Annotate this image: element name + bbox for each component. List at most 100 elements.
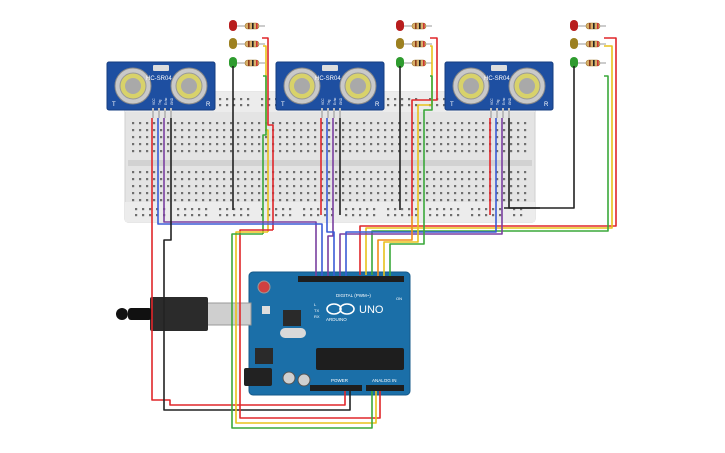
breadboard-hole xyxy=(349,143,352,146)
breadboard-hole xyxy=(363,150,366,153)
breadboard-hole xyxy=(405,171,408,174)
breadboard-hole xyxy=(468,129,471,132)
breadboard-hole xyxy=(405,136,408,139)
breadboard-hole xyxy=(230,143,233,146)
breadboard-hole xyxy=(349,129,352,132)
breadboard-hole xyxy=(356,136,359,139)
breadboard-hole xyxy=(209,136,212,139)
wires-group xyxy=(151,37,617,429)
wire-7 xyxy=(423,75,433,220)
wire-34 xyxy=(151,215,346,406)
breadboard-hole xyxy=(398,171,401,174)
breadboard-hole xyxy=(377,199,380,202)
breadboard-hole xyxy=(188,143,191,146)
resistor-band xyxy=(419,60,421,66)
breadboard-hole xyxy=(363,178,366,181)
breadboard-hole xyxy=(475,143,478,146)
power-header xyxy=(310,385,362,391)
breadboard-hole xyxy=(237,178,240,181)
breadboard-hole xyxy=(468,136,471,139)
breadboard-hole xyxy=(195,192,198,195)
tx-label: TX xyxy=(314,308,319,313)
reset-button[interactable] xyxy=(257,280,271,294)
breadboard-hole xyxy=(482,199,485,202)
breadboard-hole xyxy=(377,185,380,188)
breadboard-hole xyxy=(468,185,471,188)
breadboard-hole xyxy=(496,199,499,202)
sensor-model-label: HC-SR04 xyxy=(146,76,172,82)
breadboard-hole xyxy=(195,122,198,125)
breadboard-hole xyxy=(475,171,478,174)
power-rail-hole xyxy=(408,98,411,101)
breadboard-hole xyxy=(139,185,142,188)
breadboard-hole xyxy=(265,136,268,139)
breadboard-hole xyxy=(440,192,443,195)
breadboard-hole xyxy=(363,122,366,125)
breadboard-hole xyxy=(370,192,373,195)
breadboard-hole xyxy=(139,143,142,146)
resistor-band xyxy=(248,23,250,29)
breadboard-hole xyxy=(412,185,415,188)
power-rail-hole xyxy=(142,214,145,217)
breadboard-hole xyxy=(398,143,401,146)
breadboard-hole xyxy=(524,150,527,153)
breadboard-hole xyxy=(461,122,464,125)
breadboard-hole xyxy=(321,199,324,202)
power-rail-hole xyxy=(261,214,264,217)
breadboard-hole xyxy=(188,150,191,153)
wire-26 xyxy=(157,215,323,276)
breadboard-hole xyxy=(510,192,513,195)
power-rail-hole xyxy=(485,208,488,211)
power-rail-hole xyxy=(408,104,411,107)
breadboard-hole xyxy=(153,122,156,125)
power-rail-hole xyxy=(268,208,271,211)
breadboard-hole xyxy=(398,122,401,125)
breadboard-hole xyxy=(419,129,422,132)
wire-9 xyxy=(359,37,617,275)
breadboard-hole xyxy=(419,136,422,139)
power-rail-hole xyxy=(401,104,404,107)
wire-27 xyxy=(327,215,334,276)
breadboard-hole xyxy=(405,143,408,146)
power-rail-hole xyxy=(240,214,243,217)
breadboard-hole xyxy=(146,192,149,195)
breadboard-hole xyxy=(139,199,142,202)
breadboard-hole xyxy=(517,136,520,139)
breadboard-hole xyxy=(265,185,268,188)
breadboard-hole xyxy=(279,136,282,139)
power-rail-hole xyxy=(219,214,222,217)
breadboard-hole xyxy=(461,136,464,139)
breadboard-hole xyxy=(454,171,457,174)
sensor-model-label: HC-SR04 xyxy=(315,76,341,82)
breadboard-hole xyxy=(461,192,464,195)
breadboard-hole xyxy=(447,136,450,139)
breadboard-hole xyxy=(209,122,212,125)
breadboard-hole xyxy=(510,150,513,153)
power-rail-hole xyxy=(359,208,362,211)
breadboard-hole xyxy=(482,192,485,195)
crystal xyxy=(322,65,338,71)
breadboard-hole xyxy=(349,136,352,139)
power-rail-hole xyxy=(198,208,201,211)
breadboard-hole xyxy=(279,150,282,153)
breadboard-hole xyxy=(496,143,499,146)
breadboard-hole xyxy=(349,150,352,153)
breadboard-hole xyxy=(363,129,366,132)
breadboard-hole xyxy=(223,185,226,188)
breadboard-hole xyxy=(335,199,338,202)
breadboard-hole xyxy=(475,185,478,188)
breadboard-hole xyxy=(405,185,408,188)
power-rail-hole xyxy=(261,104,264,107)
breadboard-hole xyxy=(405,178,408,181)
breadboard-hole xyxy=(279,171,282,174)
breadboard-hole xyxy=(503,178,506,181)
breadboard-hole xyxy=(482,185,485,188)
breadboard-hole xyxy=(461,171,464,174)
breadboard-hole xyxy=(314,143,317,146)
sensor-pin xyxy=(327,108,329,118)
breadboard-hole xyxy=(391,178,394,181)
breadboard-hole xyxy=(132,192,135,195)
wire-10 xyxy=(365,45,613,275)
breadboard-hole xyxy=(132,129,135,132)
breadboard-hole xyxy=(510,199,513,202)
